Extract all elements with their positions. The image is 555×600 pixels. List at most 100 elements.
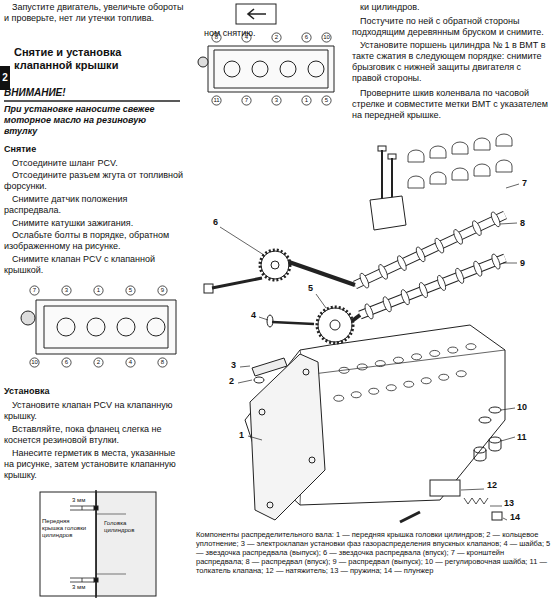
callout-number: 3	[230, 360, 237, 371]
bracket-cap	[452, 142, 468, 154]
section-heading: Снятие и установка клапанной крышки	[14, 46, 182, 72]
body-text: Снимите датчик положения распредвала.	[4, 194, 184, 216]
bolt-number: 5	[322, 96, 331, 105]
bracket-cap	[408, 150, 424, 162]
valve-bore	[439, 374, 449, 380]
bolt-number: 7	[30, 286, 39, 295]
bracket-cap	[430, 172, 446, 184]
number-circle	[302, 33, 311, 42]
bolt-number: 10	[322, 33, 331, 42]
bolt-number: 5	[126, 286, 135, 295]
dimension: 3 мм	[72, 584, 85, 591]
number-circle	[158, 358, 167, 367]
valve-bore	[456, 371, 466, 377]
bolt-number: 6	[62, 358, 71, 367]
body-text: Постучите по ней с обратной стороны подх…	[352, 16, 552, 38]
body-text: Ослабьте болты в порядке, обратном изобр…	[4, 230, 184, 252]
cam-lobe	[452, 228, 464, 245]
part-name: Головка цилиндров	[104, 520, 152, 534]
number-circle	[62, 286, 71, 295]
bracket-cap	[430, 146, 446, 158]
bolt-number: 2	[94, 358, 103, 367]
bolt-number: 4	[126, 358, 135, 367]
figure-caption: Компоненты распределительного вала: 1 — …	[196, 530, 552, 575]
body-text: ки цилиндров.	[352, 2, 552, 13]
callout-number: 4	[250, 310, 257, 321]
bracket-cap	[408, 176, 424, 188]
valve-bore	[375, 361, 385, 367]
number-circle	[126, 358, 135, 367]
bracket-cap	[496, 134, 512, 146]
bolt-number: 10	[30, 358, 39, 367]
body-text: Снимите катушки зажигания.	[4, 218, 184, 229]
number-circle	[322, 33, 331, 42]
number-circle	[30, 358, 39, 367]
bracket-cap	[452, 168, 468, 180]
number-circle	[158, 286, 167, 295]
body-text: Отсоедините шланг PCV.	[4, 158, 184, 169]
cam-lobe	[436, 274, 447, 291]
number-circle	[272, 33, 281, 42]
bracket-cap	[496, 160, 512, 172]
cam-lobe	[400, 289, 411, 306]
body-text: Запустите двигатель, увеличьте обороты и…	[4, 2, 184, 24]
body-text: Вставляйте, пока фланец слегка не коснет…	[4, 424, 184, 446]
valve-bore	[386, 385, 396, 391]
bolt-number: 9	[158, 286, 167, 295]
callout-number: 11	[516, 432, 528, 443]
bolt-number: 7	[242, 96, 251, 105]
bracket-cap	[474, 138, 490, 150]
bracket-cap	[474, 164, 490, 176]
bolt-number: 1	[94, 286, 103, 295]
valve-bore	[339, 367, 349, 373]
valve-bore	[393, 357, 403, 363]
callout-number: 6	[212, 217, 219, 228]
cam-lobe	[396, 255, 408, 272]
callout-number: 5	[307, 283, 314, 294]
cam-lobe	[472, 260, 483, 277]
number-circle	[322, 96, 331, 105]
section-marker: 2	[0, 72, 10, 83]
callout-number: 1	[238, 430, 245, 441]
callout-number: 2	[228, 376, 235, 387]
warning-heading: ВНИМАНИЕ!	[4, 87, 66, 98]
body-text: Отсоедините разъем жгута от топливной фо…	[4, 170, 184, 192]
body-text: Установите клапан PCV на клапанную крышк…	[4, 400, 184, 422]
cam-lobe	[363, 303, 374, 320]
valve-bore	[412, 354, 422, 360]
cam-lobe	[415, 246, 427, 263]
valve-bore	[369, 388, 379, 394]
valve-bore	[357, 364, 367, 370]
number-circle	[94, 286, 103, 295]
subheading: Снятие	[4, 144, 36, 155]
callout-number: 8	[519, 218, 526, 229]
cam-lobe	[454, 267, 465, 284]
warning-note: При установке наносите свежее моторное м…	[4, 104, 180, 137]
bolt-number: 1	[302, 96, 311, 105]
valve-bore	[421, 378, 431, 384]
body-text: Нанесите герметик в места, указанные на …	[4, 448, 184, 481]
body-text: Снимите клапан PCV с клапанной крышкой.	[4, 254, 184, 276]
number-circle	[302, 96, 311, 105]
cam-lobe	[490, 253, 501, 270]
cam-lobe	[377, 263, 389, 280]
valve-bore	[334, 395, 344, 401]
bolt-number: 2	[272, 33, 281, 42]
callout-number: 7	[521, 178, 528, 189]
bolt-number: 6	[302, 33, 311, 42]
bolt-number: 3	[272, 96, 281, 105]
cam-lobe	[433, 237, 445, 254]
number-circle	[212, 96, 221, 105]
subheading: Установка	[4, 386, 49, 397]
cam-lobe	[358, 272, 370, 289]
cam-lobe	[381, 296, 392, 313]
valve-bore	[404, 381, 414, 387]
valve-bore	[448, 347, 458, 353]
bolt-number: 11	[212, 96, 221, 105]
number-circle	[94, 358, 103, 367]
body-text: Установите поршень цилиндра № 1 в ВМТ в …	[352, 40, 552, 84]
valve-bore	[351, 392, 361, 398]
callout-number: 9	[519, 258, 526, 269]
bolt-number: 4	[242, 33, 251, 42]
valve-bore	[430, 350, 440, 356]
